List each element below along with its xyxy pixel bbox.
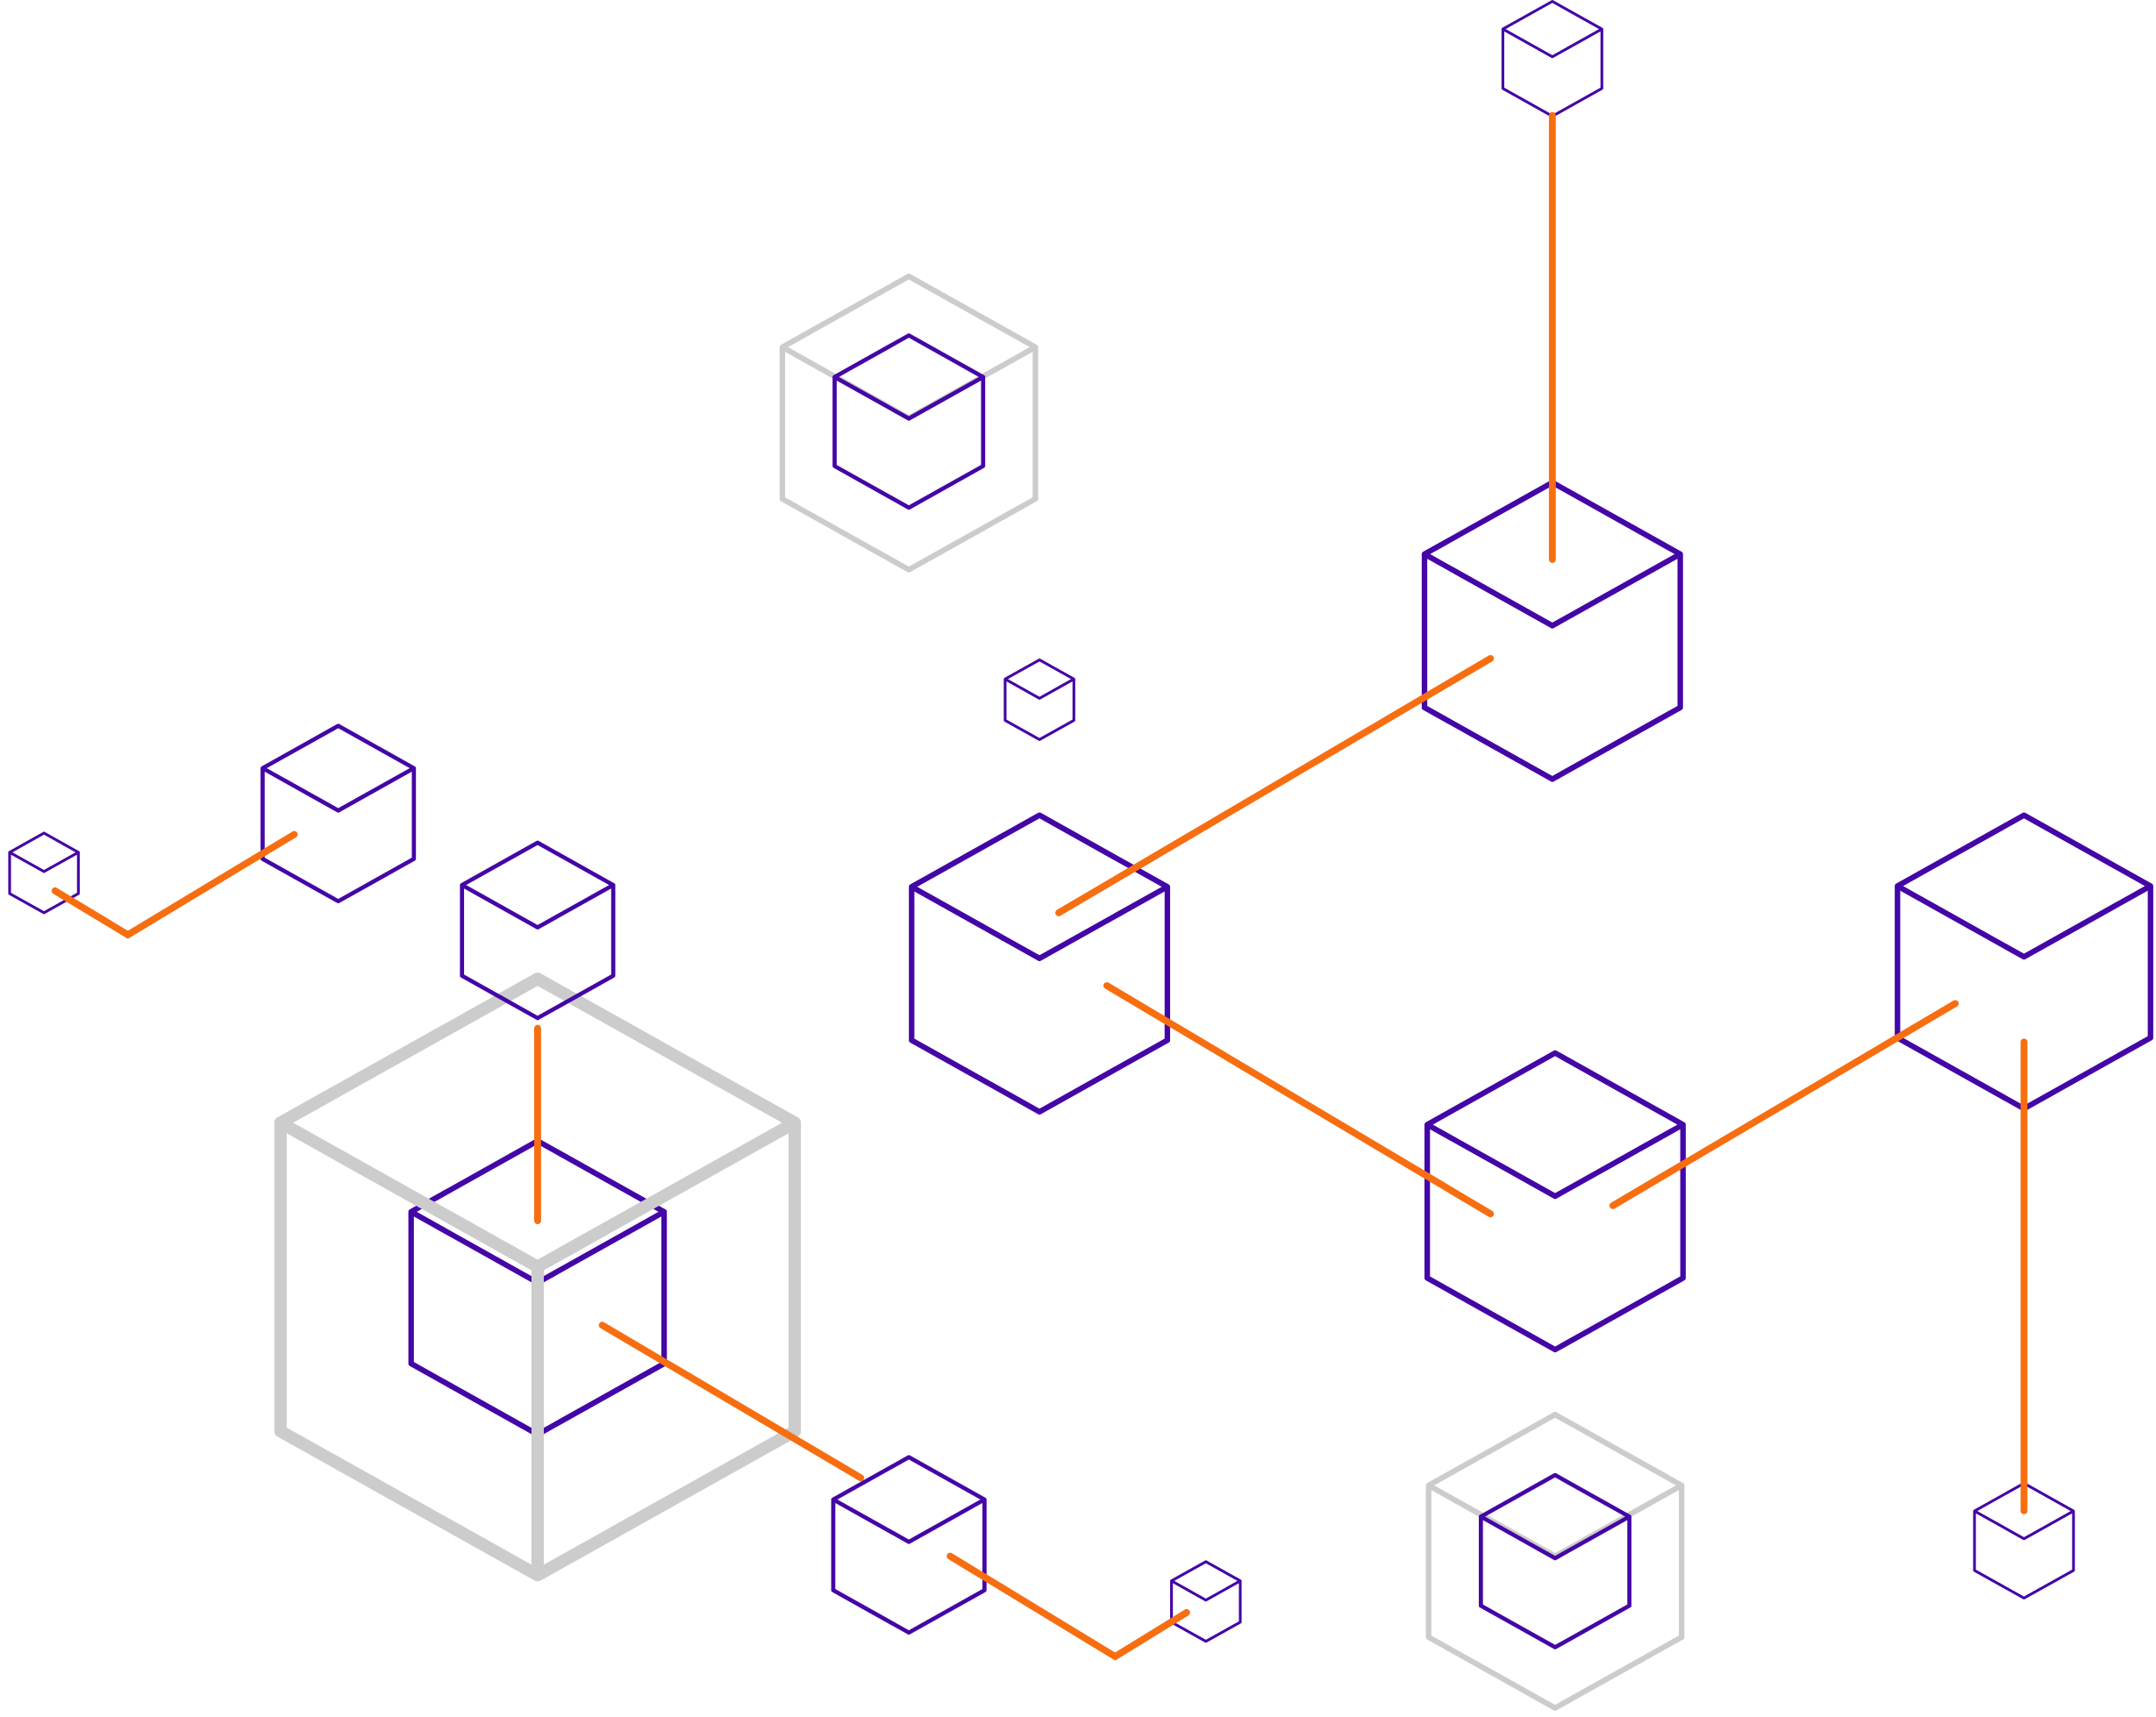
ghost-cube-bottom-center-outline (1425, 1411, 1685, 1711)
cube-upper-right-large-outline (1421, 480, 1683, 782)
cube-center-large (909, 812, 1171, 1115)
cube-inside-ghost-top (832, 333, 986, 510)
cube-far-left-small-outline (8, 831, 80, 915)
cube-bottom-small (1170, 1560, 1242, 1643)
ghost-cube-top-center-outline (779, 273, 1039, 573)
cube-bottom-right-small (1973, 1481, 2075, 1599)
cube-bottom-right-small-outline (1973, 1481, 2075, 1599)
cube-mid-right-large (1424, 1050, 1686, 1353)
connector-ghost-to-bottom (598, 1322, 865, 1482)
cube-bottom-center (831, 1455, 987, 1635)
cube-top-right-small (1501, 0, 1603, 118)
primary-cube-layer (8, 0, 2153, 1649)
ghost-cube-bottom-center (1425, 1411, 1685, 1711)
cube-center-large-outline (909, 812, 1171, 1115)
cube-inside-ghost-bottom (1478, 1472, 1631, 1649)
cube-inside-ghost-top-outline (832, 333, 986, 510)
cube-inside-ghost-bottom-outline (1478, 1472, 1631, 1649)
connector-center-to-upper (1055, 654, 1495, 916)
cube-bottom-center-outline (831, 1455, 987, 1635)
cube-top-right-small-outline (1501, 0, 1603, 118)
connector-left-zigzag (51, 830, 298, 939)
connector-center-to-midright (1103, 982, 1495, 1218)
cube-upper-right-large (1421, 480, 1683, 782)
cube-left-medium-outline (261, 723, 417, 904)
connector-bottom-zigzag (946, 1552, 1190, 1661)
cube-left-above-ghost (460, 840, 616, 1021)
cube-left-above-ghost-outline (460, 840, 616, 1021)
ghost-cube-large-left-outline (274, 972, 802, 1582)
connector-midright-to-right (1609, 1000, 1960, 1209)
cube-left-medium (261, 723, 417, 904)
cube-tiny-center-outline (1003, 658, 1075, 741)
cube-tiny-center (1003, 658, 1075, 741)
connector-layer (51, 111, 2028, 1661)
ghost-cube-large-left (274, 972, 802, 1582)
cube-far-left-small (8, 831, 80, 915)
ghost-cube-top-center (779, 273, 1039, 573)
cube-bottom-small-outline (1170, 1560, 1242, 1643)
cube-mid-right-large-outline (1424, 1050, 1686, 1353)
